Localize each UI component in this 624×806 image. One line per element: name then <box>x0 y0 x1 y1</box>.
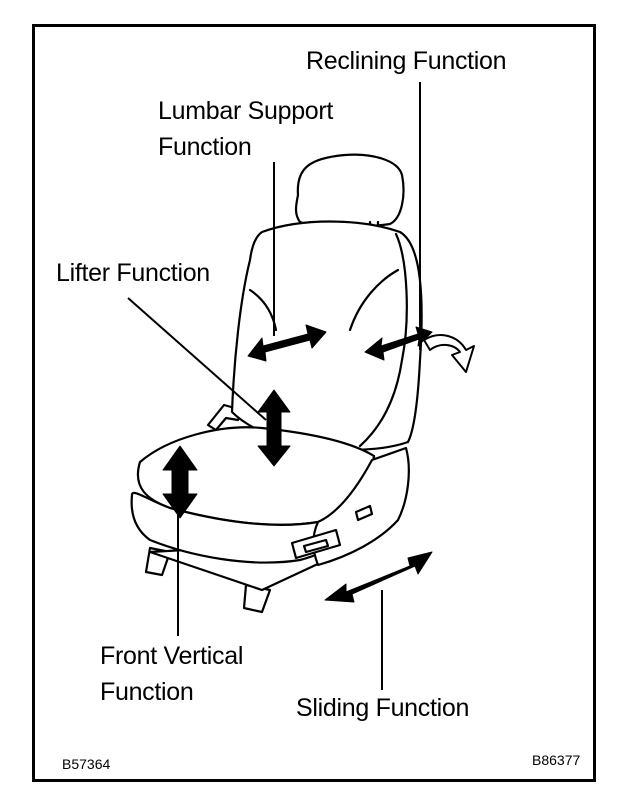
label-sliding-function: Sliding Function <box>296 694 470 722</box>
label-lifter-function: Lifter Function <box>56 259 210 287</box>
headrest <box>294 153 405 229</box>
power-seat-switch-knob <box>302 538 330 554</box>
sliding-arrow <box>324 551 433 603</box>
backrest-side-bolster <box>358 232 408 448</box>
backrest-seam-right <box>348 268 400 332</box>
lifter-arrow <box>257 389 291 467</box>
backrest <box>230 220 423 452</box>
figure-code-right: B86377 <box>532 752 581 768</box>
front-vertical-arrow <box>162 445 198 519</box>
label-reclining-function: Reclining Function <box>306 47 507 75</box>
label-lumbar-support-line1: Lumbar Support <box>158 97 334 125</box>
label-front-vertical-line1: Front Vertical <box>100 642 244 670</box>
leader-lifter <box>127 297 267 421</box>
label-front-vertical-line2: Function <box>100 678 194 706</box>
reclining-arrow <box>364 326 433 361</box>
recliner-button <box>354 504 374 522</box>
lumbar-arrow <box>247 324 327 362</box>
label-lumbar-support-line2: Function <box>158 133 252 161</box>
reclining-curve-arrow <box>423 334 475 373</box>
figure-code-left: B57364 <box>62 756 111 772</box>
